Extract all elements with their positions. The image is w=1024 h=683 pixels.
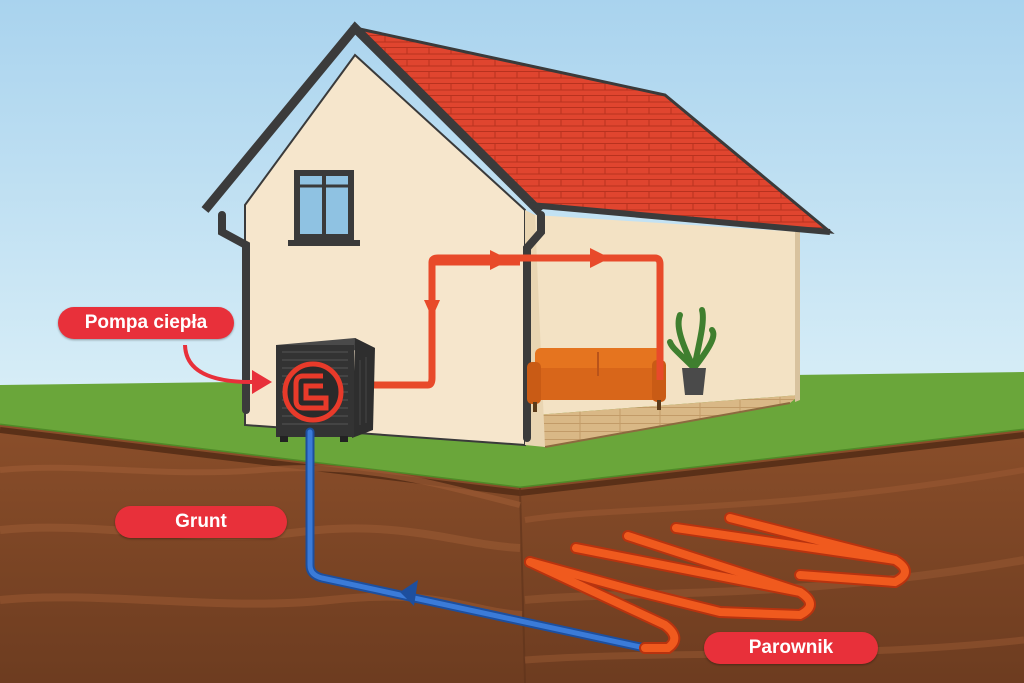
ground-label: Grunt — [115, 506, 287, 538]
flow-arrow-icon — [424, 300, 440, 318]
flow-arrow-icon — [590, 248, 610, 268]
ground-return-line — [305, 427, 650, 653]
heat-pump-label: Pompa ciepła — [58, 307, 234, 339]
flow-arrow-icon — [400, 580, 418, 606]
ground-collector-loops — [524, 512, 911, 654]
evaporator-label: Parownik — [704, 632, 878, 664]
window-icon — [288, 170, 360, 246]
sofa-icon — [527, 348, 666, 412]
potted-plant-icon — [667, 307, 717, 395]
downpipe-icon — [218, 211, 545, 442]
flow-arrow-icon — [490, 250, 510, 270]
heat-pump-unit-icon — [276, 338, 375, 442]
pump-pointer-arrow — [183, 344, 256, 385]
flow-arrow-icon — [252, 370, 272, 394]
interior-floor — [535, 395, 800, 447]
